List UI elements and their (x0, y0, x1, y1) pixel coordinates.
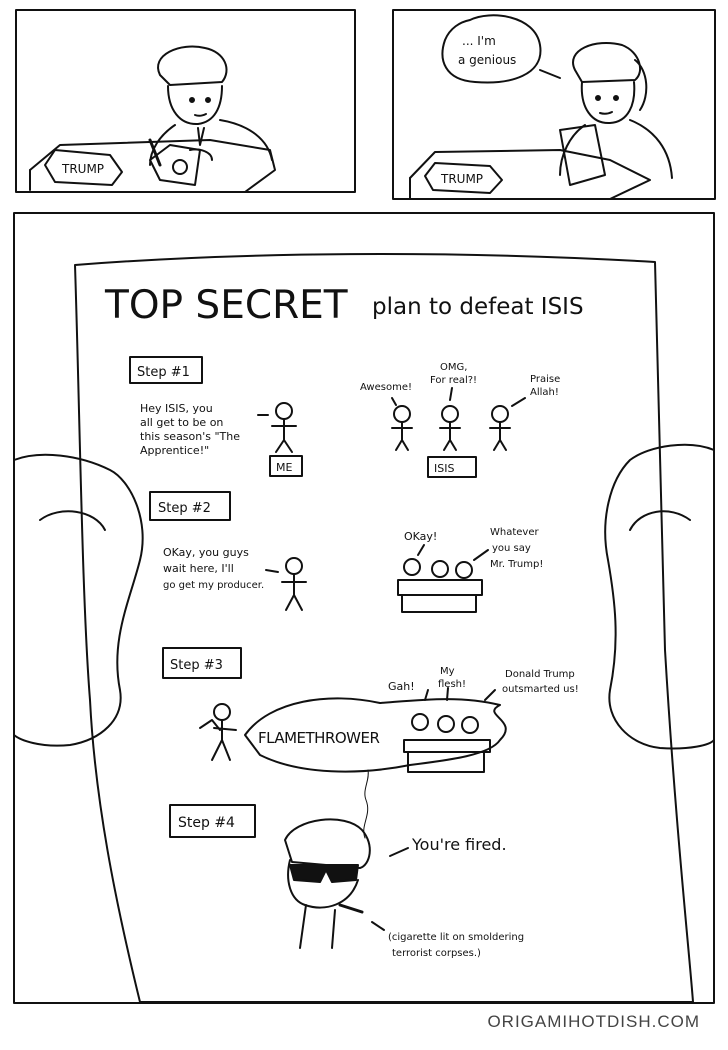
left-hand (13, 453, 144, 747)
step-1-speech-3: this season's "The (140, 430, 240, 443)
nameplate-right (424, 162, 503, 194)
nameplate-right-text: TRUMP (440, 172, 483, 186)
speech-bubble-genius (441, 14, 561, 84)
me-label-box (269, 455, 303, 477)
title-plan: plan to defeat ISIS (372, 294, 584, 320)
cigarette-arrow (371, 921, 385, 931)
step-2-box (149, 491, 231, 521)
you-are-fired: You're fired. (411, 835, 507, 854)
step-2-speech-2: wait here, I'll (163, 562, 234, 575)
speech-line-1: ... I'm (462, 34, 496, 48)
speech-line-2: a genious (458, 53, 516, 67)
site-watermark: ORIGAMIHOTDISH.COM (487, 1012, 700, 1031)
step-2-speech-3: go get my producer. (163, 580, 264, 591)
step-3-trump-figure (199, 703, 237, 761)
step-2-trump-stick-figure (265, 557, 307, 611)
step-2-speech-1: OKay, you guys (163, 546, 249, 559)
cigarette-note-1: (cigarette lit on smoldering (388, 932, 524, 943)
panel-1-drawing-paper (149, 144, 201, 186)
panel-3-frame (13, 212, 715, 1004)
step-1-label: Step #1 (137, 365, 190, 380)
step-3-burning-isis (403, 687, 496, 773)
isis-label-box (427, 456, 477, 478)
step-4-label: Step #4 (178, 815, 235, 831)
step-1-speech-4: Apprentice!" (140, 444, 209, 457)
step-2-isis-at-desk (397, 544, 489, 613)
cigarette-note-2: terrorist corpses.) (392, 948, 481, 959)
nameplate-left-text: TRUMP (61, 162, 104, 176)
step-1-reaction-3a: Praise (530, 374, 560, 385)
step-2-label: Step #2 (158, 501, 211, 516)
step-1-speech-1: Hey ISIS, you (140, 402, 213, 415)
step-2-reaction-1: OKay! (404, 530, 437, 543)
step-1-trump-stick-figure (257, 402, 297, 453)
step-3-reaction-3a: Donald Trump (505, 669, 575, 680)
panel-2-desk (409, 149, 651, 200)
nameplate-left (44, 149, 123, 186)
step-3-box (162, 647, 242, 679)
step-3-reaction-1: Gah! (388, 680, 415, 693)
right-hand (604, 443, 715, 750)
step-1-box (129, 356, 203, 384)
step-1-reaction-2b: For real?! (430, 375, 477, 386)
step-4-box (169, 804, 256, 838)
step-3-label: Step #3 (170, 658, 223, 673)
step-2-reaction-2b: you say (492, 543, 531, 554)
flamethrower-label: FLAMETHROWER (258, 729, 379, 747)
step-2-reaction-2a: Whatever (490, 527, 539, 538)
step-3-reaction-2b: flesh! (438, 679, 466, 690)
step-1-speech-2: all get to be on (140, 416, 223, 429)
step-1-reaction-3b: Allah! (530, 387, 559, 398)
step-3-reaction-2a: My (440, 666, 455, 677)
step-4-cool-trump (284, 769, 371, 949)
isis-label: ISIS (434, 462, 454, 475)
step-3-reaction-3b: outsmarted us! (502, 684, 579, 695)
step-1-reaction-1: Awesome! (360, 382, 412, 393)
me-label: ME (276, 461, 292, 474)
you-are-fired-tick (389, 847, 409, 857)
step-1-reaction-2a: OMG, (440, 362, 467, 373)
step-2-reaction-2c: Mr. Trump! (490, 559, 543, 570)
panel-1-frame (15, 9, 356, 193)
isis-figures-step-1 (391, 387, 526, 451)
title-top-secret: TOP SECRET (104, 283, 348, 328)
secret-document (74, 253, 694, 1003)
panel-2-frame (392, 9, 716, 200)
panel-2-trump (559, 41, 673, 186)
